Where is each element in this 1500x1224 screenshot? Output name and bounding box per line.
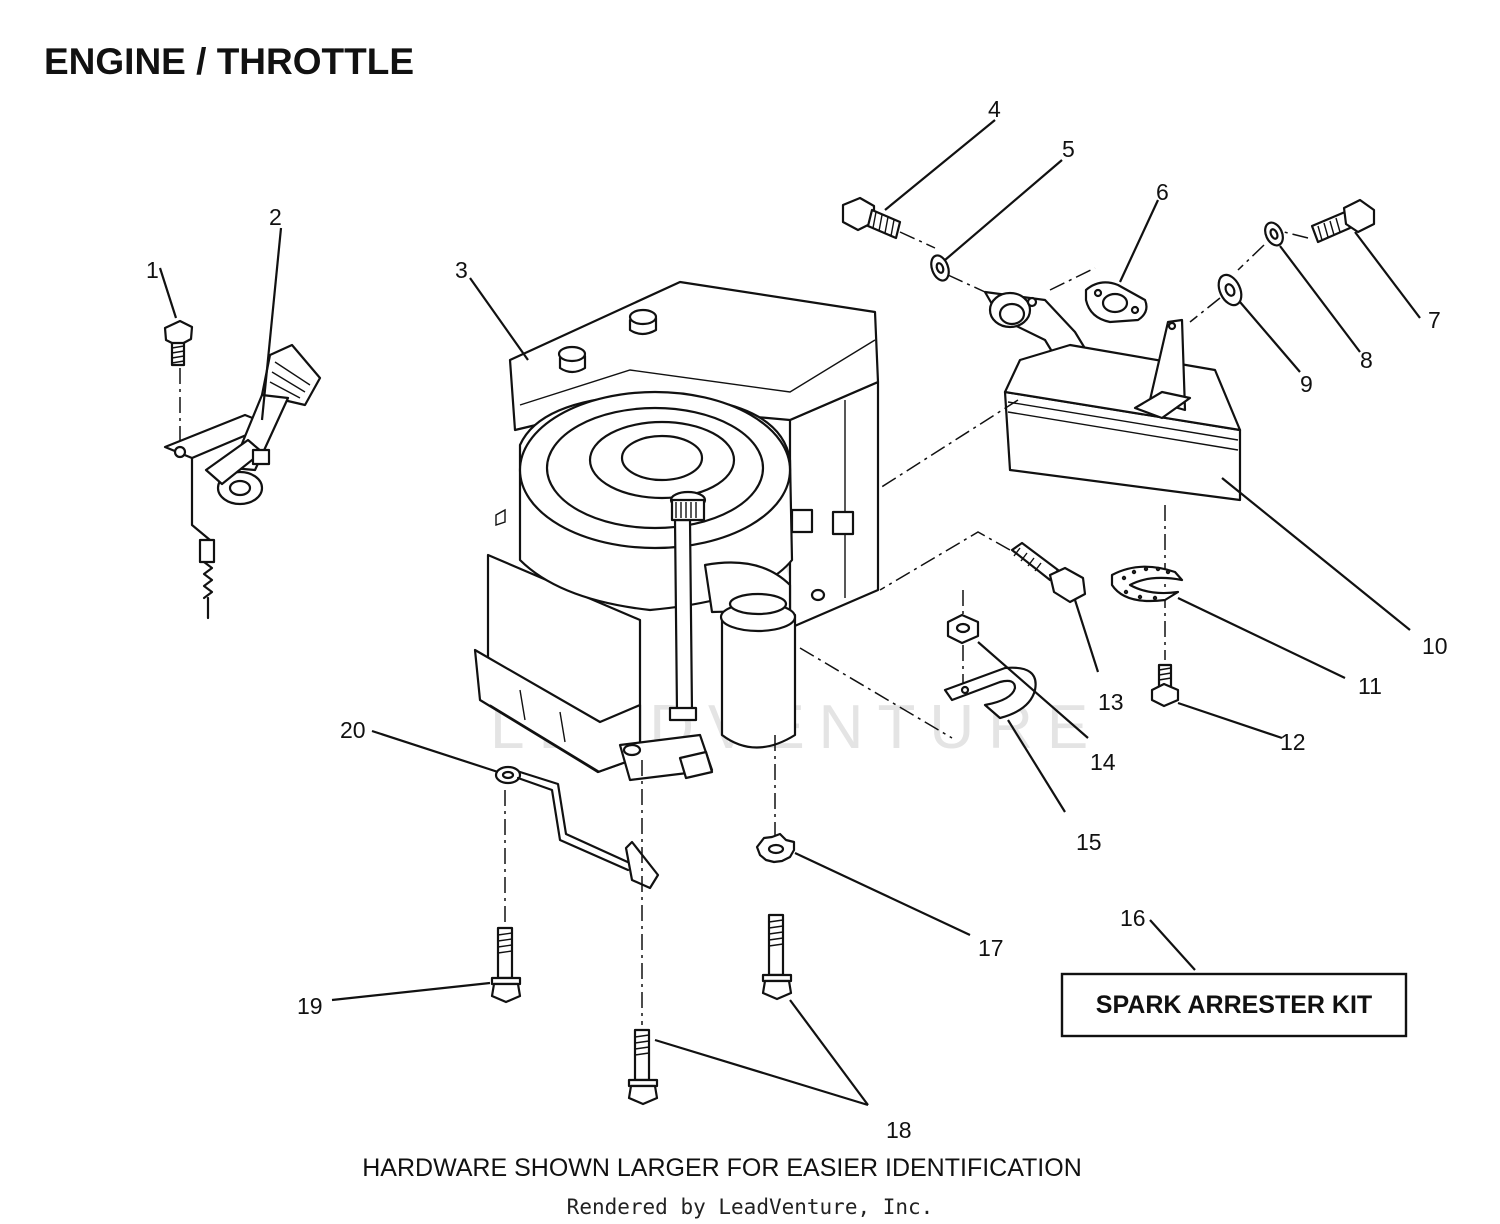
gasket-part-6 (1084, 281, 1148, 324)
spark-screen-part-11 (1110, 565, 1184, 603)
callout-4: 4 (988, 96, 1001, 122)
bolt-part-18b (761, 913, 793, 1001)
bottom-hardware (331, 729, 971, 1107)
callout-15: 15 (1076, 829, 1102, 855)
lockwasher-part-8 (1264, 221, 1284, 247)
callout-10: 10 (1422, 633, 1448, 659)
throttle-control-assembly (158, 227, 322, 620)
bolt-part-18a (627, 1028, 659, 1106)
hardware-note: HARDWARE SHOWN LARGER FOR EASIER IDENTIF… (362, 1154, 1082, 1182)
callout-16: 16 (1120, 905, 1146, 931)
spark-arrester-kit: SPARK ARRESTER KIT (1060, 919, 1408, 1038)
callout-labels: 1 2 3 4 5 6 7 8 9 10 11 12 13 14 15 16 1… (146, 96, 1448, 1143)
bolt-part-13 (1010, 541, 1087, 604)
bolt-part-19 (490, 926, 522, 1004)
callout-8: 8 (1360, 347, 1373, 373)
mounting-hardware (799, 505, 1346, 813)
kit-box (1060, 972, 1408, 1038)
muffler-part-10 (1003, 318, 1242, 502)
callout-20: 20 (340, 717, 366, 743)
callout-7: 7 (1428, 307, 1441, 333)
callout-6: 6 (1156, 179, 1169, 205)
callout-18: 18 (886, 1117, 912, 1143)
callout-19: 19 (297, 993, 323, 1019)
throttle-lever-part-2 (163, 343, 322, 620)
page-title: ENGINE / THROTTLE (44, 41, 414, 82)
callout-3: 3 (455, 257, 468, 283)
callout-13: 13 (1098, 689, 1124, 715)
washer-part-9 (1217, 273, 1243, 307)
engine-part-3 (473, 280, 880, 782)
screw-part-12 (1150, 663, 1180, 708)
bolt-part-7 (1310, 198, 1376, 244)
callout-5: 5 (1062, 136, 1075, 162)
callout-9: 9 (1300, 371, 1313, 397)
nut-part-14 (946, 613, 980, 645)
callout-17: 17 (978, 935, 1004, 961)
star-washer-part-17 (755, 832, 796, 864)
kit-label: SPARK ARRESTER KIT (1096, 991, 1372, 1019)
washer-part-5 (930, 254, 950, 282)
clamp-part-15 (943, 666, 1037, 720)
callout-2: 2 (269, 204, 282, 230)
render-credit: Rendered by LeadVenture, Inc. (567, 1195, 934, 1219)
bolt-part-4 (841, 196, 902, 240)
callout-1: 1 (146, 257, 159, 283)
callout-11: 11 (1358, 673, 1382, 699)
muffler-assembly (841, 119, 1421, 631)
drain-tube-part-20 (494, 765, 660, 890)
callout-14: 14 (1090, 749, 1116, 775)
callout-12: 12 (1280, 729, 1306, 755)
screw-part-1 (163, 319, 194, 367)
